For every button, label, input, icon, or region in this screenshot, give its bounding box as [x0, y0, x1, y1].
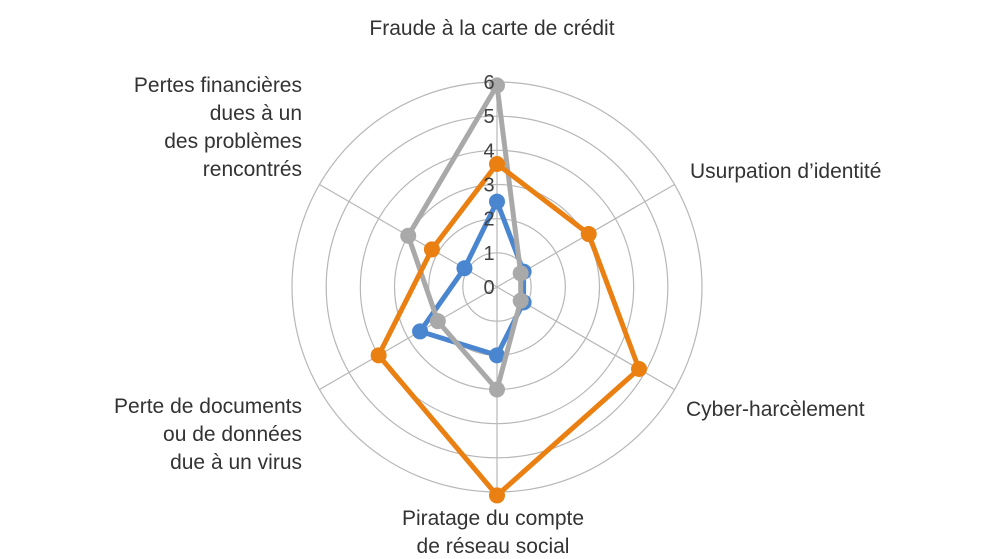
category-label: Pertes financières dues à un des problèmes…	[134, 74, 302, 181]
series-point	[489, 156, 505, 172]
series-point	[489, 347, 505, 364]
category-label: Piratage du compte de réseau social	[402, 507, 584, 558]
tick-label: 4	[483, 140, 494, 162]
category-label-line: Cyber-harcèlement	[686, 398, 865, 421]
series-line	[417, 199, 527, 358]
series-point	[400, 227, 417, 244]
category-label-line: ou de données	[163, 423, 302, 446]
category-label-line: rencontrés	[203, 158, 302, 181]
tick-label: 2	[483, 209, 494, 231]
series-point	[489, 77, 505, 94]
category-label-line: des problèmes	[164, 130, 302, 153]
category-label: Usurpation d’identité	[690, 160, 881, 183]
category-label-line: due à un virus	[170, 451, 302, 474]
series-point	[631, 361, 648, 377]
tick-label: 6	[483, 72, 494, 94]
category-label: Fraude à la carte de crédit	[369, 17, 614, 40]
series-point	[370, 347, 387, 364]
category-label-line: Usurpation d’identité	[690, 160, 881, 183]
category-label-line: dues à un	[210, 102, 302, 125]
category-label-line: Fraude à la carte de crédit	[369, 17, 614, 40]
series-point	[456, 260, 473, 277]
series-point	[580, 226, 597, 243]
series-1	[400, 77, 529, 398]
tick-label: 1	[483, 243, 494, 265]
series-point	[512, 292, 529, 309]
category-label-line: Pertes financières	[134, 74, 302, 97]
tick-label: 0	[483, 277, 494, 299]
series-point	[489, 487, 505, 504]
series-point	[429, 313, 446, 330]
series-point	[412, 323, 429, 340]
category-label: Cyber-harcèlement	[686, 398, 865, 421]
radial-ticks: 0 1 2 3 4 5 6	[483, 72, 494, 299]
series-point	[489, 381, 505, 398]
series-point	[489, 193, 505, 210]
category-label: Perte de documents ou de données due à un …	[114, 395, 302, 474]
tick-label: 5	[483, 106, 494, 128]
series-point	[423, 241, 440, 258]
series-point	[512, 265, 529, 282]
category-label-line: de réseau social	[417, 535, 570, 558]
axis-spoke	[319, 286, 498, 391]
series-2	[370, 156, 648, 504]
grid	[291, 81, 703, 493]
tick-label: 3	[483, 175, 494, 197]
category-label-line: Piratage du compte	[402, 507, 584, 530]
category-label-line: Perte de documents	[114, 395, 302, 418]
